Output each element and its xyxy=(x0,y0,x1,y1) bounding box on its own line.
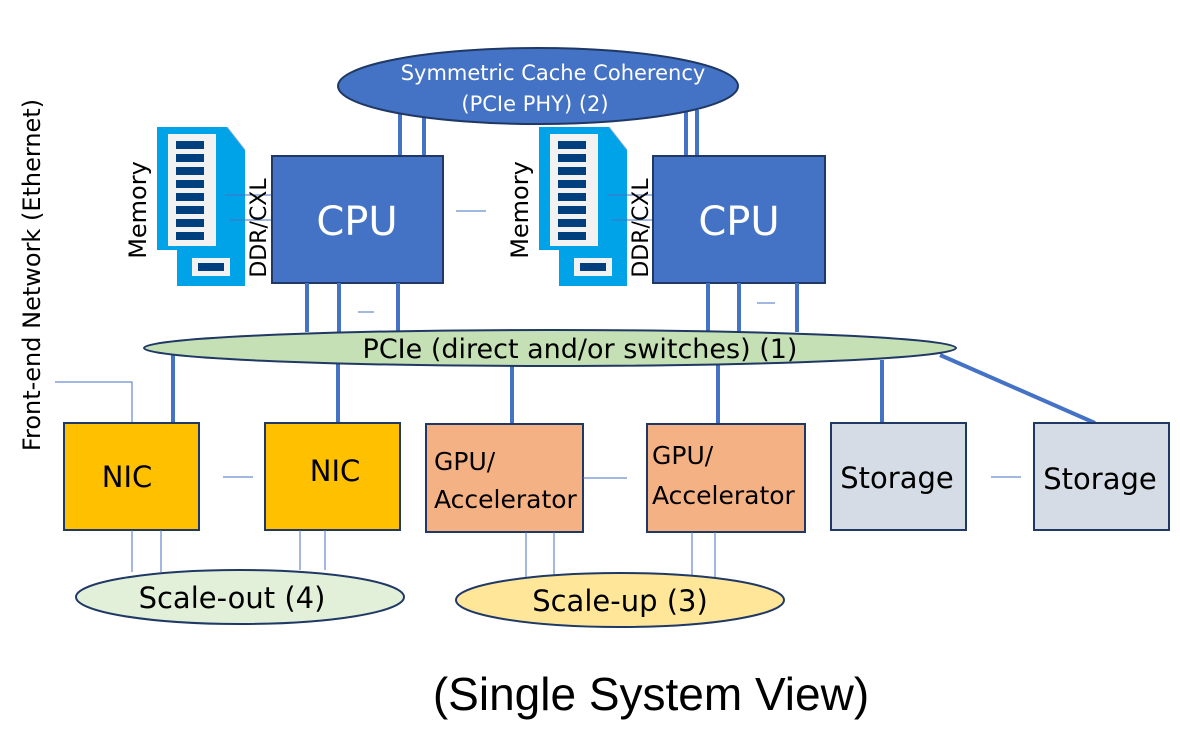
pcie-label: PCIe (direct and/or switches) (1) xyxy=(363,334,798,365)
coherency-bus: Symmetric Cache Coherency (PCIe PHY) (2) xyxy=(337,47,739,125)
cpu-label-2: CPU xyxy=(698,199,779,245)
front-end-network-label: Front-end Network (Ethernet) xyxy=(18,99,46,451)
scale-up-network: Scale-up (3) xyxy=(455,572,785,628)
coherency-label-line1: Symmetric Cache Coherency xyxy=(401,61,706,85)
pcie-device-links xyxy=(171,353,1096,425)
gpu-label-2-line1: GPU/ xyxy=(652,441,714,470)
memory-chips-icon xyxy=(558,141,586,240)
memory-label-1: Memory xyxy=(124,161,152,259)
gpu-label-2-line2: Accelerator xyxy=(652,481,796,510)
ddr-cxl-label-1: DDR/CXL xyxy=(247,178,272,278)
storage-2[interactable]: Storage xyxy=(1033,422,1170,531)
cpu-pcie-links xyxy=(305,283,799,332)
storage-1[interactable]: Storage xyxy=(830,422,967,531)
diagram-caption: (Single System View) xyxy=(433,668,869,720)
nic-1[interactable]: NIC xyxy=(63,422,200,531)
nic-label-2: NIC xyxy=(310,454,361,488)
storage-label-2: Storage xyxy=(1043,462,1156,496)
cpu-label-1: CPU xyxy=(316,199,397,245)
memory-module-1: Memory DDR/CXL xyxy=(124,126,272,286)
gpu-accelerator-1[interactable]: GPU/ Accelerator xyxy=(425,423,584,533)
scale-out-label: Scale-out (4) xyxy=(139,581,326,615)
gpu-accelerator-2[interactable]: GPU/ Accelerator xyxy=(646,423,806,533)
nic-label-1: NIC xyxy=(102,460,153,494)
storage-label-1: Storage xyxy=(840,461,953,495)
ddr-cxl-label-2: DDR/CXL xyxy=(629,178,654,278)
scale-links xyxy=(131,530,716,578)
gpu-label-1-line2: Accelerator xyxy=(434,485,578,514)
cpu-1[interactable]: CPU xyxy=(271,155,444,284)
cpu-2[interactable]: CPU xyxy=(652,155,826,284)
nic-2[interactable]: NIC xyxy=(264,422,401,531)
coherency-label-line2: (PCIe PHY) (2) xyxy=(461,92,608,116)
scale-up-label: Scale-up (3) xyxy=(532,584,708,618)
memory-chips-icon xyxy=(176,141,204,240)
pcie-bus: PCIe (direct and/or switches) (1) xyxy=(143,329,957,367)
front-end-network-link xyxy=(55,381,133,423)
scale-out-network: Scale-out (4) xyxy=(75,569,405,625)
gpu-label-1-line1: GPU/ xyxy=(434,447,496,476)
memory-module-2: Memory DDR/CXL xyxy=(506,126,654,286)
memory-label-2: Memory xyxy=(506,161,534,259)
